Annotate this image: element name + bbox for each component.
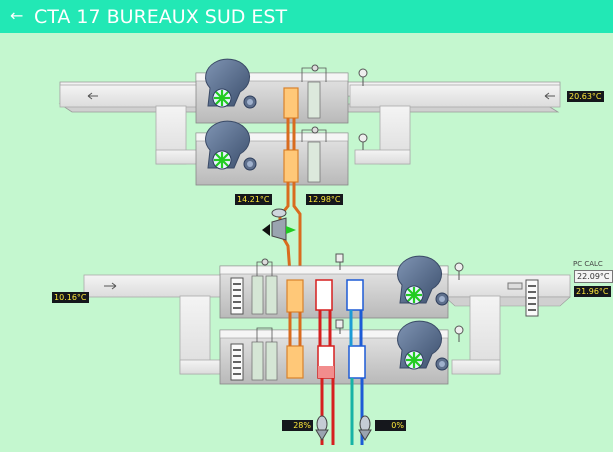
heat-coil-2[interactable]: [283, 149, 299, 183]
cold-water-valve-icon[interactable]: [358, 415, 372, 441]
supply-temp-readout[interactable]: 21.96°C: [574, 286, 611, 297]
page-title: CTA 17 BUREAUX SUD EST: [34, 6, 288, 28]
hot-valve-percent-readout[interactable]: 28%: [282, 420, 313, 431]
recovery-valve-icon[interactable]: [262, 208, 296, 241]
filter-1: [307, 81, 321, 119]
intake-damper-1-icon[interactable]: [230, 277, 244, 315]
hot-coil-1[interactable]: [315, 279, 333, 311]
back-arrow-icon[interactable]: ←: [10, 6, 24, 25]
cold-valve-percent-readout[interactable]: 0%: [375, 420, 406, 431]
hot-water-valve-icon[interactable]: [315, 415, 329, 441]
recovery-coil-2[interactable]: [286, 345, 304, 379]
extract-fan-2-icon[interactable]: [204, 120, 258, 172]
pressure-sensor-icon[interactable]: [358, 68, 368, 78]
extract-fan-1-icon[interactable]: [204, 58, 258, 110]
header-bar: ← CTA 17 BUREAUX SUD EST: [0, 0, 613, 33]
outdoor-temp-readout[interactable]: 10.16°C: [52, 292, 89, 303]
ahu-diagram: [58, 58, 571, 445]
intake-damper-2-icon[interactable]: [230, 343, 244, 381]
recovery-temp-1-readout[interactable]: 14.21°C: [235, 194, 272, 205]
supply-fan-2-icon[interactable]: [396, 320, 450, 372]
pc-calc-readout[interactable]: 22.09°C: [574, 270, 613, 283]
recovery-temp-2-readout[interactable]: 12.98°C: [306, 194, 343, 205]
supply-damper-icon[interactable]: [525, 279, 539, 317]
supply-fan-1-icon[interactable]: [396, 255, 450, 307]
heat-coil-1[interactable]: [283, 87, 299, 119]
filter-2: [307, 141, 321, 183]
pressure-sensor-icon[interactable]: [454, 325, 464, 335]
cold-coil-1[interactable]: [346, 279, 364, 311]
pressure-sensor-icon[interactable]: [358, 133, 368, 143]
exhaust-temp-readout[interactable]: 20.63°C: [567, 91, 604, 102]
pc-calc-label: PC CALC: [573, 260, 603, 268]
ahu-synoptic: [0, 33, 613, 452]
recovery-coil-1[interactable]: [286, 279, 304, 313]
pressure-sensor-icon[interactable]: [454, 262, 464, 272]
cold-coil-2[interactable]: [348, 345, 366, 379]
